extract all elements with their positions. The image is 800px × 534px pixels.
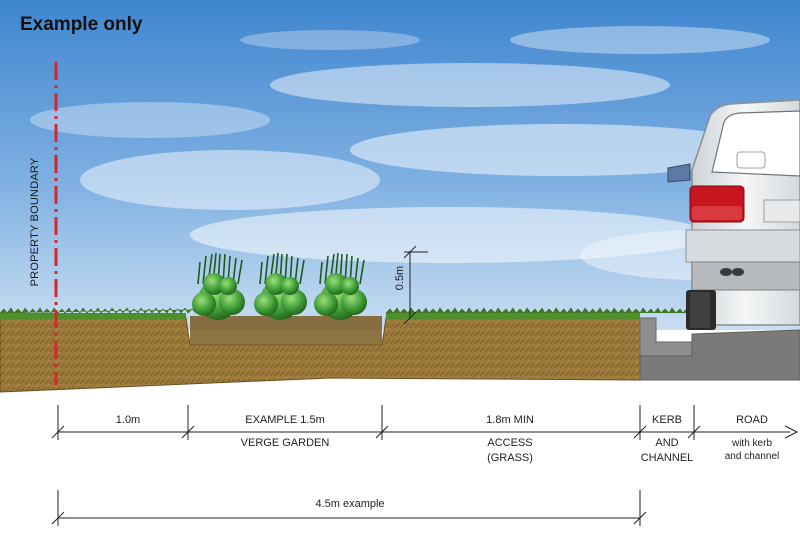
road-label: ROAD [736,414,768,426]
car-icon [667,99,800,330]
garden-bed [190,316,382,345]
plant-icon [192,252,245,320]
access-width-label: 1.8m MIN [486,414,534,426]
road-sublabel-1: with kerb [731,438,772,449]
diagram-title: Example only [20,14,143,35]
clouds [30,26,800,280]
kerb-label-1: KERB [652,414,682,426]
access-name-label: ACCESS [487,437,533,449]
property-boundary-label: PROPERTY BOUNDARY [29,157,41,287]
garden-name-label: VERGE GARDEN [240,437,330,449]
garden-width-label: EXAMPLE 1.5m [245,414,325,426]
verge-width-label: 1.0m [115,414,141,426]
kerb-label-2: AND [655,437,679,449]
road-surface [639,329,800,381]
dimension-lines [51,405,799,526]
planting-height-label: 0.5m [394,265,406,291]
access-surface-label: (GRASS) [487,452,533,464]
height-indicator [403,245,428,325]
plant-icon [314,252,367,320]
plant-icon [254,252,307,320]
kerb-label-3: CHANNEL [640,452,694,464]
total-width-label: 4.5m example [315,498,385,510]
road-sublabel-2: and channel [724,451,780,462]
